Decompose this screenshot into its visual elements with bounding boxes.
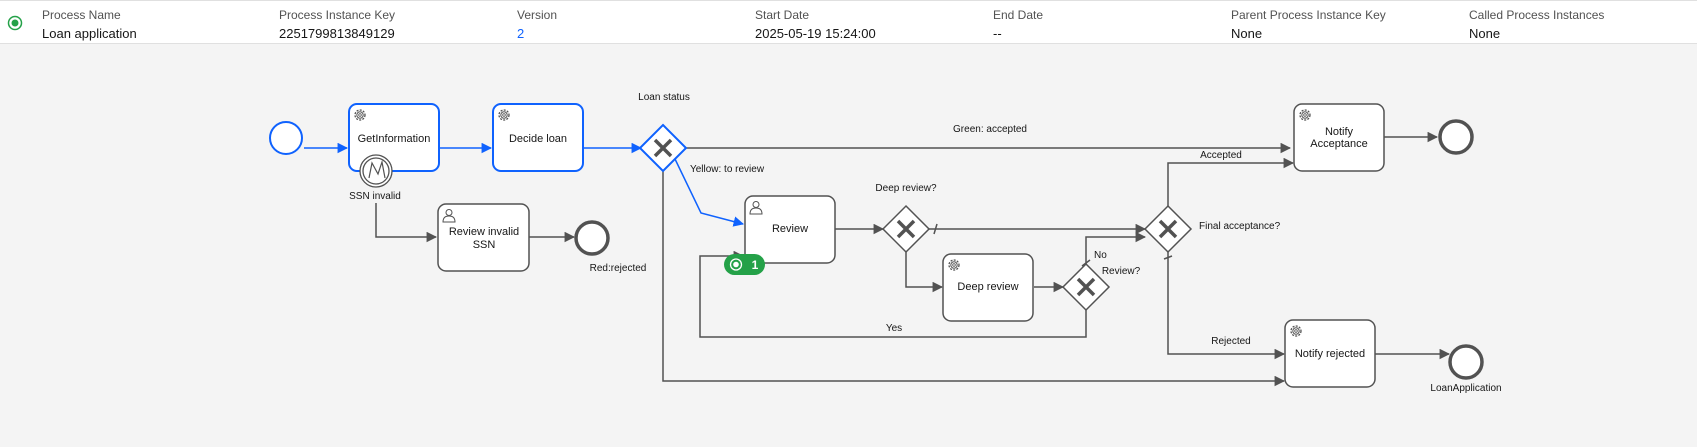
label-deep-review-q: Deep review? xyxy=(875,183,937,194)
label-loan-status: Loan status xyxy=(638,92,690,103)
default-flow-marker-4 xyxy=(1163,255,1173,260)
task-label-line2: SSN xyxy=(473,239,496,251)
flow-review-q-yes xyxy=(699,250,1087,338)
process-name-label: Process Name xyxy=(42,8,121,22)
parent-key-field: Parent Process Instance Key None xyxy=(1231,7,1386,43)
start-date-value: 2025-05-19 15:24:00 xyxy=(755,26,876,41)
default-flow-marker-2 xyxy=(933,223,938,235)
label-ssn-invalid: SSN invalid xyxy=(349,191,401,202)
label-green-accepted: Green: accepted xyxy=(953,124,1027,135)
start-date-label: Start Date xyxy=(755,8,810,22)
version-field: Version 2 xyxy=(517,7,557,43)
task-review[interactable]: Review xyxy=(744,195,836,264)
end-event-loan-application[interactable] xyxy=(1448,344,1484,380)
flow-review-q-no xyxy=(1085,231,1147,264)
called-instances-label: Called Process Instances xyxy=(1469,8,1605,22)
task-label: Notify rejected xyxy=(1295,348,1365,360)
task-label-line1: Notify xyxy=(1325,126,1354,138)
end-date-field: End Date -- xyxy=(993,7,1043,43)
exclusive-x-icon xyxy=(1076,277,1096,297)
version-link[interactable]: 2 xyxy=(517,26,525,41)
flow-red-rejected xyxy=(662,171,1286,387)
start-date-field: Start Date 2025-05-19 15:24:00 xyxy=(755,7,876,43)
task-label-line2: Acceptance xyxy=(1310,138,1367,150)
gateway-loan-status[interactable] xyxy=(638,123,688,173)
flow-ssn-invalid xyxy=(375,203,438,243)
label-accepted: Accepted xyxy=(1200,150,1242,161)
task-label: GetInformation xyxy=(358,133,431,145)
active-token-count: 1 xyxy=(752,258,759,272)
parent-key-label: Parent Process Instance Key xyxy=(1231,8,1386,22)
flow-to-deep-review xyxy=(905,252,944,293)
label-rejected: Rejected xyxy=(1211,336,1250,347)
error-icon xyxy=(368,159,386,179)
exclusive-x-icon xyxy=(653,138,673,158)
end-date-label: End Date xyxy=(993,8,1044,22)
label-final-acceptance-q: Final acceptance? xyxy=(1199,221,1281,232)
end-date-value: -- xyxy=(993,26,1002,41)
label-red-rejected: Red:rejected xyxy=(590,263,647,274)
label-no: No xyxy=(1094,250,1107,261)
bpmn-diagram[interactable]: GetInformation Decide loan Review invali… xyxy=(0,44,1697,447)
active-token-icon xyxy=(729,258,743,271)
task-label-line1: Review invalid xyxy=(449,226,519,238)
called-instances-value: None xyxy=(1469,26,1501,41)
version-label: Version xyxy=(517,8,558,22)
called-instances-field: Called Process Instances None xyxy=(1469,7,1604,43)
task-review-invalid-ssn[interactable]: Review invalid SSN xyxy=(437,203,530,272)
sequence-flows xyxy=(304,131,1451,387)
instance-header: Process Name Loan application Process In… xyxy=(0,0,1697,44)
exclusive-x-icon xyxy=(1158,219,1178,239)
gateway-deep-review[interactable] xyxy=(881,204,931,254)
flow-accepted xyxy=(1167,157,1295,206)
exclusive-x-icon xyxy=(896,219,916,239)
boundary-error-event[interactable] xyxy=(359,154,393,188)
end-event-red-rejected[interactable] xyxy=(574,220,610,256)
active-status-icon xyxy=(7,15,23,31)
task-label: Deep review xyxy=(957,281,1018,293)
label-yes: Yes xyxy=(886,323,902,334)
instance-key-value: 2251799813849129 xyxy=(279,26,395,41)
process-name-field: Process Name Loan application xyxy=(42,7,137,43)
flow-yellow-to-review xyxy=(674,158,745,227)
task-label: Decide loan xyxy=(509,133,567,145)
gateway-final-acceptance[interactable] xyxy=(1143,204,1193,254)
instance-key-field: Process Instance Key 2251799813849129 xyxy=(279,7,395,43)
label-loan-application: LoanApplication xyxy=(1430,383,1501,394)
task-notify-acceptance[interactable]: Notify Acceptance xyxy=(1293,103,1385,172)
task-notify-rejected[interactable]: Notify rejected xyxy=(1284,319,1376,388)
start-event[interactable] xyxy=(269,121,303,155)
task-get-information[interactable]: GetInformation xyxy=(348,103,440,172)
label-yellow-review: Yellow: to review xyxy=(690,164,765,175)
process-name-value: Loan application xyxy=(42,26,137,41)
parent-key-value: None xyxy=(1231,26,1263,41)
label-review-q: Review? xyxy=(1102,266,1141,277)
active-instances-badge[interactable]: 1 xyxy=(724,254,765,275)
flow-rejected xyxy=(1167,251,1286,360)
gateway-review[interactable] xyxy=(1061,262,1111,312)
instance-key-label: Process Instance Key xyxy=(279,8,396,22)
end-event-accepted[interactable] xyxy=(1438,119,1474,155)
task-deep-review[interactable]: Deep review xyxy=(942,253,1034,322)
task-decide-loan[interactable]: Decide loan xyxy=(492,103,584,172)
task-label: Review xyxy=(772,223,808,235)
